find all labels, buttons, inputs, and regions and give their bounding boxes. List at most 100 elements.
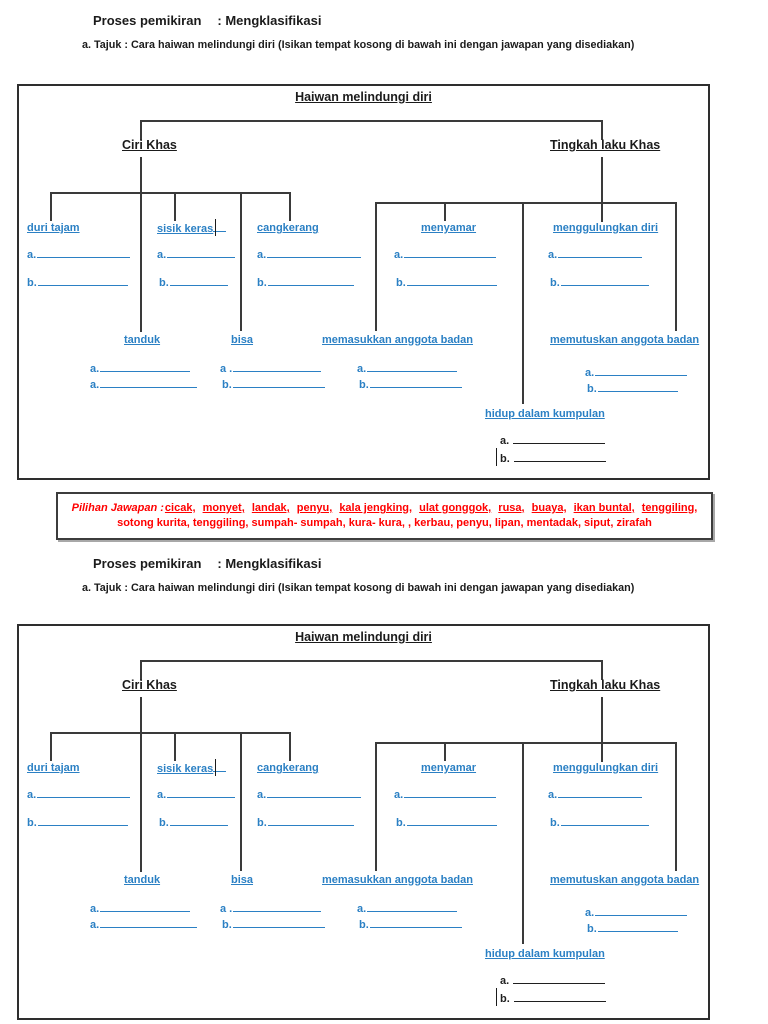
blank-prefix: a. (500, 975, 510, 987)
branch-label-tingkah-laku-khas: Tingkah laku Khas (550, 678, 661, 692)
node-label-menyamar: menyamar (421, 222, 477, 234)
connector-line (240, 732, 242, 871)
branch-label-tingkah-laku-khas: Tingkah laku Khas (550, 138, 661, 152)
classification-diagram-box: Haiwan melindungi diri Ciri Khas Tingkah… (17, 624, 710, 1020)
blank-row: b. (159, 276, 228, 290)
blank-row: b. (359, 918, 462, 932)
blank-row: a. (90, 918, 198, 932)
blank-prefix: b. (359, 919, 369, 931)
node-label-sisik-keras: sisik keras (157, 222, 227, 235)
blank-row: a. (548, 248, 643, 262)
process-row: Proses pemikiran: Mengklasifikasi (93, 13, 321, 28)
blank-line (267, 276, 354, 286)
blank-line (369, 378, 462, 388)
blank-prefix: a. (357, 903, 367, 915)
blank-prefix: b. (587, 923, 597, 935)
blank-row: a. (90, 902, 191, 916)
blank-prefix: a. (257, 789, 267, 801)
blank-line (597, 382, 678, 392)
blank-prefix: a. (27, 249, 37, 261)
node-label-duri-tajam: duri tajam (27, 762, 80, 774)
blank-row: b. (27, 816, 128, 830)
diagram-section-1: Haiwan melindungi diri Ciri Khas Tingkah… (17, 84, 710, 480)
blank-line (558, 248, 643, 258)
blank-row: a. (157, 248, 236, 262)
blank-line (37, 248, 131, 258)
blank-row: a. (90, 362, 191, 376)
connector-line (675, 202, 677, 331)
connector-line (675, 742, 677, 871)
node-label-hidup-dalam-kumpulan: hidup dalam kumpulan (485, 408, 605, 420)
blank-line (595, 366, 688, 376)
blank-line (37, 788, 131, 798)
node-label-duri-tajam: duri tajam (27, 222, 80, 234)
blank-row: b. (500, 992, 606, 1006)
blank-line (267, 248, 362, 258)
blank-line (267, 816, 354, 826)
blank-prefix: b. (257, 817, 267, 829)
blank-line (100, 902, 191, 912)
blank-row: a. (257, 788, 362, 802)
blank-row: a. (500, 434, 606, 448)
blank-prefix: b. (396, 817, 406, 829)
connector-line (50, 192, 289, 194)
blank-row: a . (220, 362, 322, 376)
connector-line (140, 697, 142, 872)
connector-line (240, 192, 242, 331)
underline-extension (213, 222, 227, 232)
answer-option: kala jengking, (339, 502, 413, 514)
diagram-section-2: Haiwan melindungi diri Ciri Khas Tingkah… (17, 624, 710, 1020)
connector-line (444, 202, 446, 221)
node-label-hidup-dalam-kumpulan: hidup dalam kumpulan (485, 948, 605, 960)
blank-line (597, 922, 678, 932)
diagram-title: Haiwan melindungi diri (295, 630, 432, 644)
caret-mark (215, 219, 217, 236)
blank-row: a. (394, 788, 497, 802)
answer-option: tenggiling, (641, 502, 698, 514)
blank-line (404, 788, 497, 798)
connector-line (375, 202, 377, 331)
connector-line (601, 157, 603, 222)
blank-line (558, 788, 643, 798)
node-label-bisa: bisa (231, 334, 254, 346)
connector-line (289, 192, 291, 221)
answer-option: ikan buntal, (573, 502, 635, 514)
blank-row: b. (396, 816, 497, 830)
blank-prefix: a. (585, 367, 595, 379)
blank-line (167, 248, 236, 258)
connector-line (522, 202, 524, 404)
blank-prefix: b. (222, 919, 232, 931)
blank-row: a. (585, 906, 688, 920)
blank-line (169, 276, 228, 286)
blank-line (169, 816, 228, 826)
blank-line (37, 276, 128, 286)
blank-row: b. (550, 276, 649, 290)
connector-line (601, 660, 603, 680)
blank-line (369, 918, 462, 928)
connector-line (50, 732, 289, 734)
blank-row: a. (500, 974, 606, 988)
blank-row: a. (27, 788, 131, 802)
blank-row: b. (257, 816, 354, 830)
connector-line (444, 742, 446, 761)
blank-row: b. (359, 378, 462, 392)
blank-prefix: b. (359, 379, 369, 391)
node-label-tanduk: tanduk (124, 874, 161, 886)
blank-line (513, 974, 606, 984)
blank-prefix: b. (550, 277, 560, 289)
process-label: Proses pemikiran (93, 13, 202, 28)
answer-bank-line-2: sotong kurita, tenggiling, sumpah- sumpa… (117, 517, 652, 529)
process-row: Proses pemikiran: Mengklasifikasi (93, 556, 321, 571)
blank-prefix: b. (27, 817, 37, 829)
answer-bank-line-1: Pilihan Jawapan :cicak, monyet, landak, … (72, 501, 698, 516)
blank-row: a. (394, 248, 497, 262)
connector-line (50, 192, 52, 221)
blank-line (560, 276, 649, 286)
answer-option: buaya, (531, 502, 567, 514)
blank-row: a. (257, 248, 362, 262)
connector-line (375, 742, 676, 744)
connector-line (140, 120, 142, 140)
blank-row: a. (27, 248, 131, 262)
node-label-memasukkan-anggota-badan: memasukkan anggota badan (322, 874, 473, 886)
blank-row: a. (357, 902, 458, 916)
